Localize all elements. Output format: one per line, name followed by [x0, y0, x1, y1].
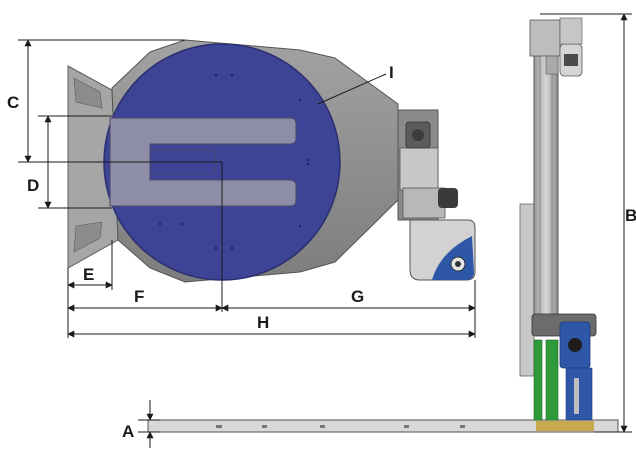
base-plate — [147, 419, 619, 433]
fork-plate — [109, 117, 297, 207]
turntable-top-view — [67, 39, 476, 283]
label-i: I — [389, 63, 394, 82]
label-a: A — [122, 422, 134, 441]
dimension-lines — [18, 13, 632, 448]
label-h: H — [257, 313, 269, 332]
mast-side-view — [147, 17, 619, 433]
label-c: C — [7, 93, 19, 112]
label-d: D — [27, 176, 39, 195]
label-e: E — [83, 265, 94, 284]
dim-i-leader — [317, 73, 387, 105]
label-b: B — [625, 206, 636, 225]
label-f: F — [134, 287, 144, 306]
label-g: G — [351, 287, 364, 306]
mast-top-carriage — [529, 19, 561, 57]
dimension-labels: C D E F G H I B A — [7, 63, 636, 441]
